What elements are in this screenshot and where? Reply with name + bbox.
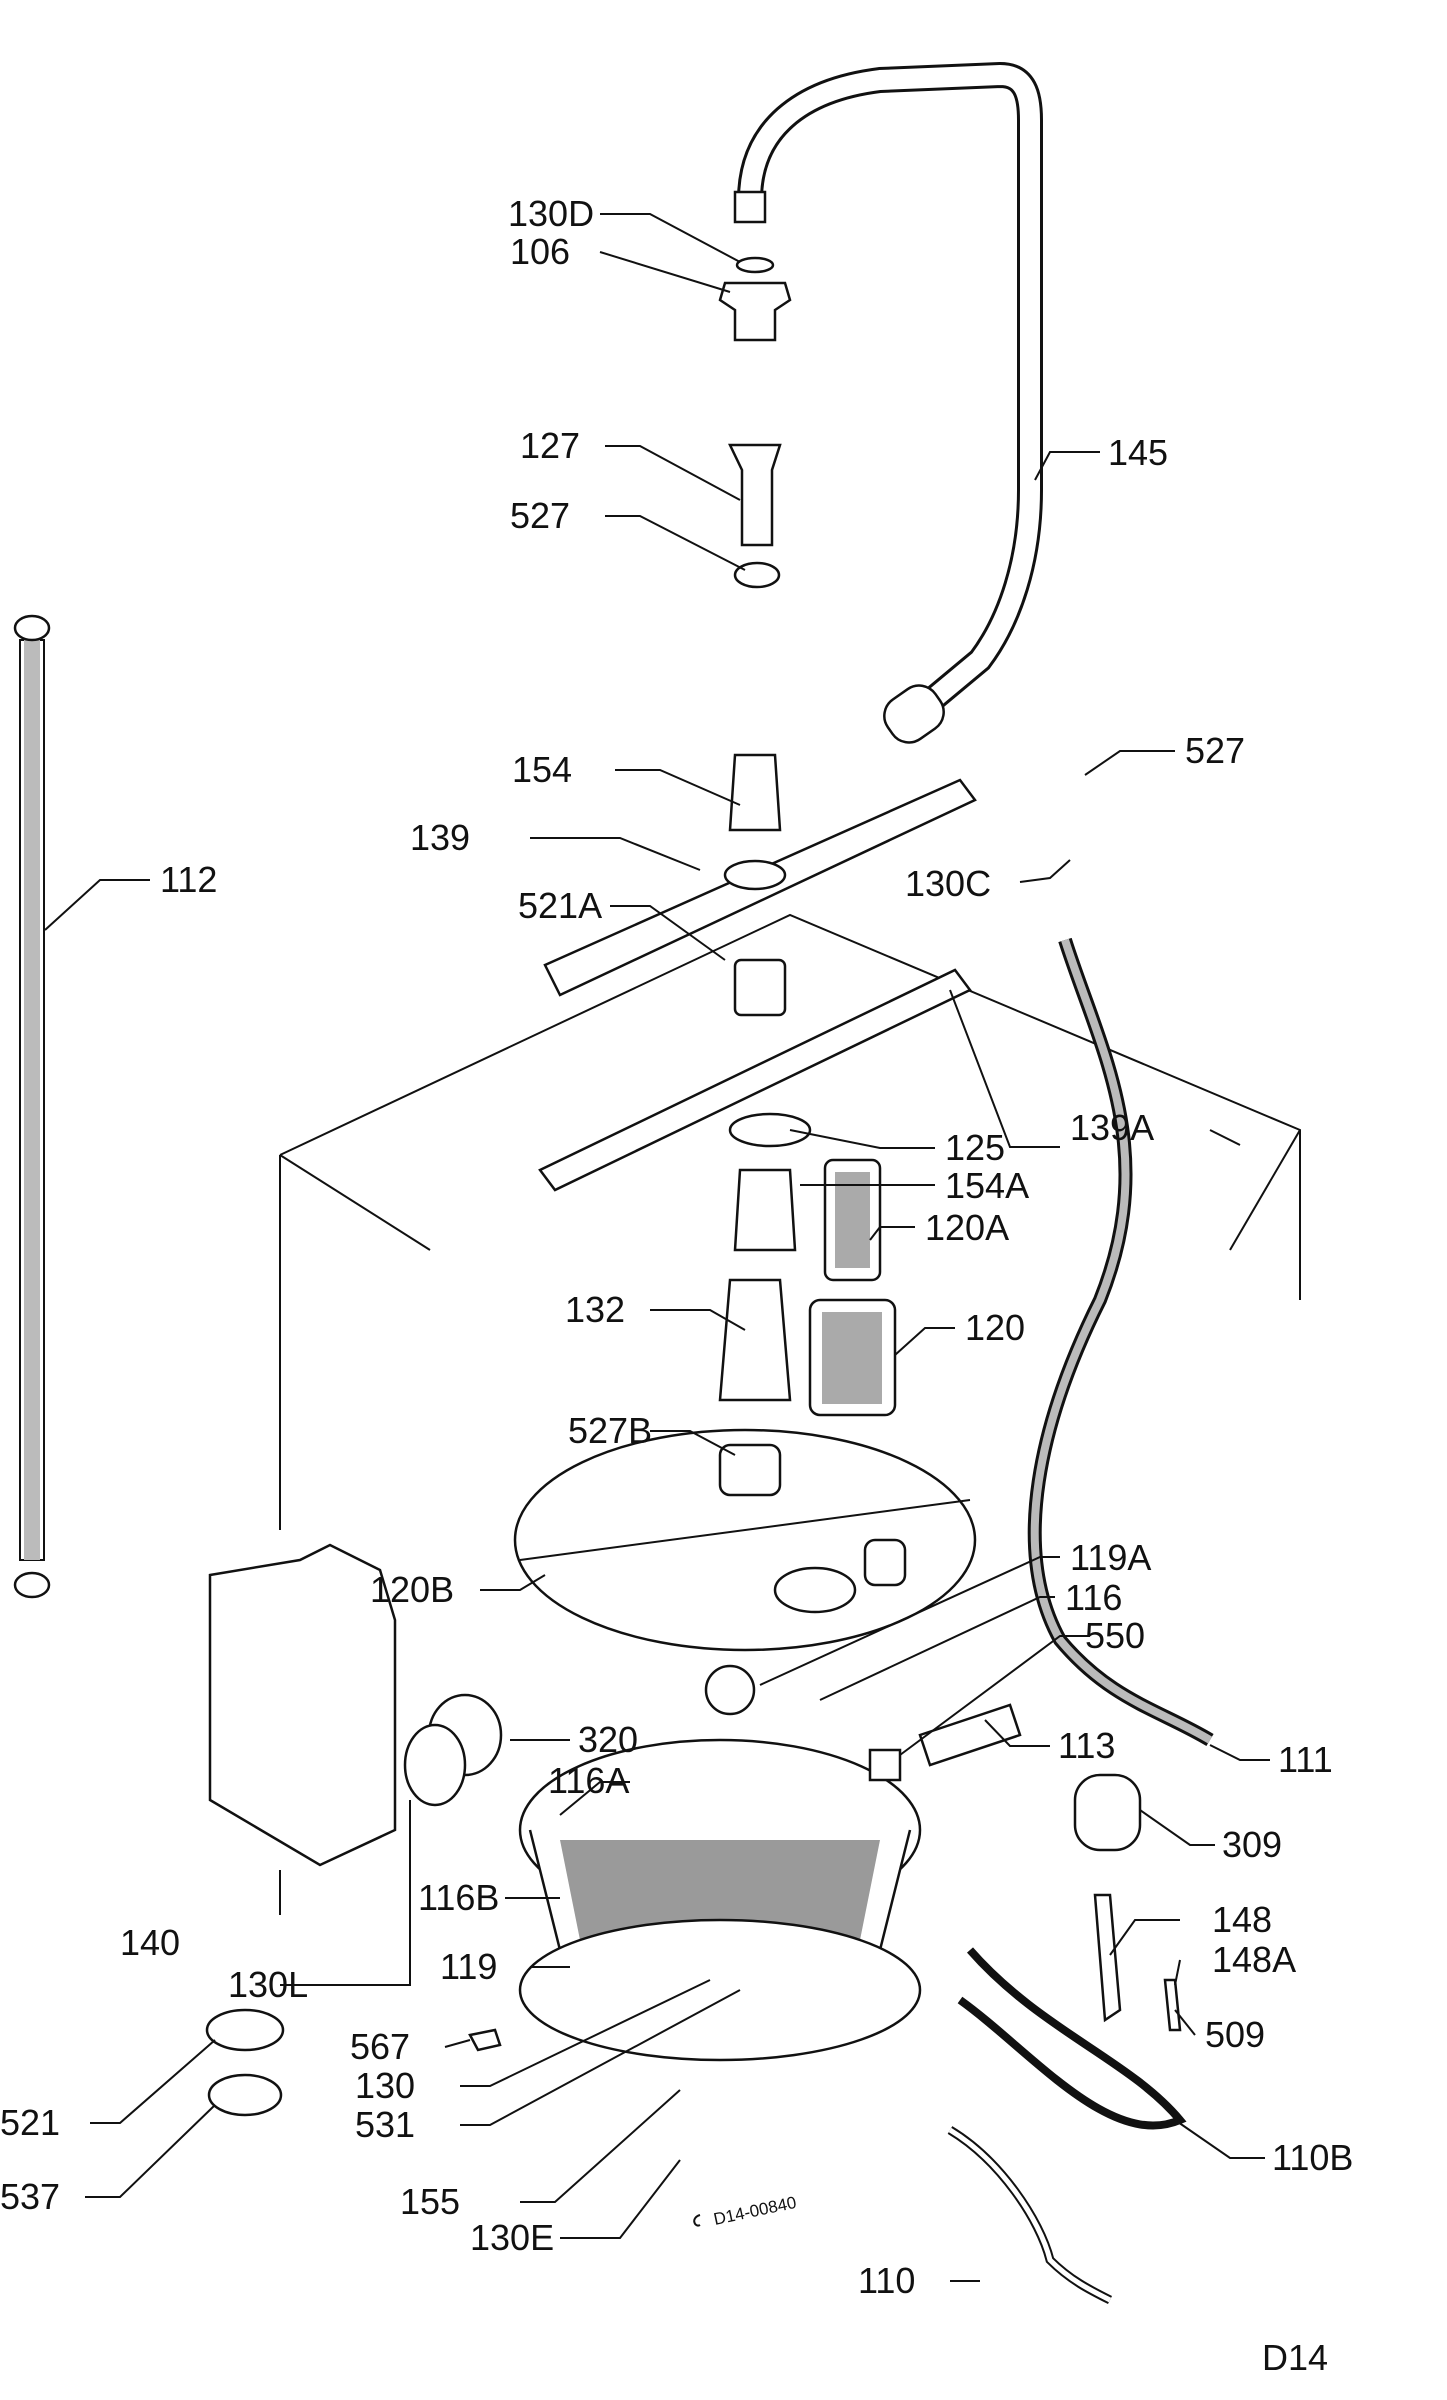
parts-drawing — [13, 61, 1301, 2305]
part-113 — [918, 1703, 1022, 1767]
callout-509: 509 — [1205, 2014, 1265, 2055]
callout-132: 132 — [565, 1289, 625, 1330]
part-309 — [1073, 1773, 1142, 1852]
callout-130l: 130L — [228, 1964, 308, 2005]
callout-116: 116 — [1065, 1577, 1122, 1618]
callout-531: 531 — [355, 2104, 415, 2145]
callout-139: 139 — [410, 817, 470, 858]
leader-lines — [44, 213, 1270, 2282]
callout-127: 127 — [520, 425, 580, 466]
spray-arm-139a — [538, 968, 972, 1252]
callout-119: 119 — [440, 1946, 497, 1987]
callout-521a: 521A — [518, 885, 602, 926]
callout-116b: 116B — [418, 1877, 499, 1918]
filter-120 — [808, 1158, 897, 1417]
hose-112 — [13, 614, 51, 1599]
part-550 — [868, 1748, 902, 1782]
part-148 — [1093, 1893, 1122, 2023]
callout-154a: 154A — [945, 1165, 1029, 1206]
callout-139a: 139A — [1070, 1107, 1154, 1148]
callout-130: 130 — [355, 2065, 415, 2106]
callout-567: 567 — [350, 2026, 410, 2067]
callout-527-top: 527 — [1185, 730, 1245, 771]
callout-537: 537 — [0, 2176, 60, 2217]
cabinet-outline — [279, 913, 1301, 1530]
callout-309: 309 — [1222, 1824, 1282, 1865]
softener-140 — [208, 1543, 397, 1867]
callout-320: 320 — [578, 1719, 638, 1760]
callout-130e: 130E — [470, 2217, 554, 2258]
callout-140: 140 — [120, 1922, 180, 1963]
callout-130d: 130D — [508, 193, 594, 234]
part-521 — [205, 2008, 285, 2052]
callout-155: 155 — [400, 2181, 460, 2222]
callout-154: 154 — [512, 749, 572, 790]
diagram-code: D14-00840 — [712, 2193, 798, 2229]
callout-148: 148 — [1212, 1899, 1272, 1940]
callout-120: 120 — [965, 1307, 1025, 1348]
part-509 — [1163, 1978, 1182, 2032]
nut-106 — [718, 281, 792, 342]
part-537 — [207, 2073, 283, 2117]
supply-pipe-145 — [733, 61, 1043, 744]
callout-112: 112 — [160, 859, 217, 900]
seal-130d — [735, 256, 775, 274]
callout-120a: 120A — [925, 1207, 1009, 1248]
callout-119a: 119A — [1070, 1537, 1151, 1578]
part-119a — [704, 1664, 756, 1716]
tube-132 — [718, 1278, 792, 1402]
callout-125: 125 — [945, 1127, 1005, 1168]
callout-110: 110 — [858, 2260, 915, 2301]
page-code: D14 — [1262, 2337, 1328, 2378]
hose-110b — [957, 1947, 1187, 2130]
callout-521: 521 — [0, 2102, 60, 2143]
callout-145: 145 — [1108, 432, 1168, 473]
callout-550: 550 — [1085, 1615, 1145, 1656]
callout-106: 106 — [510, 231, 570, 272]
callout-130c: 130C — [905, 863, 991, 904]
callout-110b: 110B — [1272, 2137, 1353, 2178]
callout-120b: 120B — [370, 1569, 454, 1610]
ring-527 — [733, 561, 781, 589]
ring-130l — [403, 1723, 467, 1807]
callout-527b: 527B — [568, 1410, 652, 1451]
callout-527: 527 — [510, 495, 570, 536]
callout-111: 111 — [1278, 1739, 1333, 1780]
callout-113: 113 — [1058, 1725, 1115, 1766]
callout-148a: 148A — [1212, 1939, 1296, 1980]
filter-plate-120b — [513, 1428, 977, 1652]
part-567 — [468, 2028, 502, 2052]
callout-116a: 116A — [548, 1760, 629, 1801]
sump-155 — [518, 1738, 922, 2062]
connector-127 — [728, 443, 782, 547]
spray-arm-139 — [543, 753, 977, 1017]
